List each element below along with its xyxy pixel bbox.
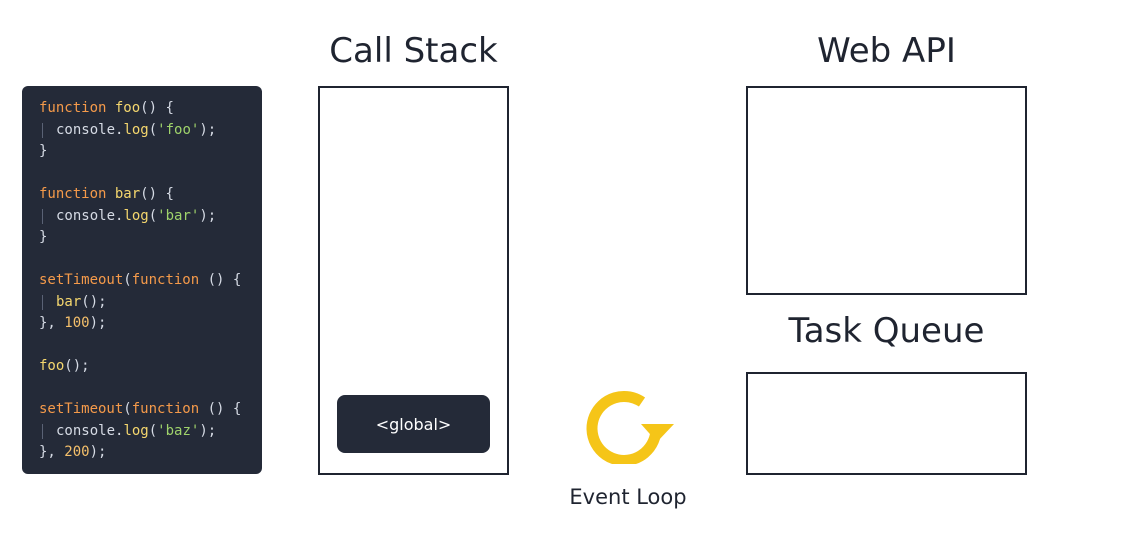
code-line: }, 100); [22, 313, 262, 335]
call-stack-frame-global: <global> [337, 395, 490, 453]
code-token: console. [56, 422, 124, 439]
code-token: 'baz' [157, 422, 200, 439]
code-token: }, [39, 444, 65, 460]
task-queue-box [746, 372, 1027, 475]
code-token: ( [123, 272, 132, 288]
code-token: 'foo' [157, 121, 200, 138]
code-token: } [39, 229, 48, 245]
code-line [22, 378, 262, 400]
code-token: function [39, 100, 107, 116]
code-token: ( [123, 401, 132, 417]
code-token: foo [39, 358, 65, 374]
code-token: ( [148, 422, 158, 439]
code-token: function [131, 272, 200, 288]
refresh-cycle-icon [586, 390, 674, 464]
code-token: ); [89, 444, 107, 460]
web-api-box [746, 86, 1027, 295]
code-line: function foo() { [22, 98, 262, 120]
code-token: () { [199, 401, 242, 417]
code-token: ); [89, 315, 107, 331]
code-token: bar [114, 186, 141, 202]
code-token: function [39, 186, 107, 202]
code-line: console.log('foo'); [22, 120, 262, 142]
code-token [106, 186, 114, 202]
code-token: } [39, 143, 48, 159]
code-line: setTimeout(function () { [22, 399, 262, 421]
code-token: setTimeout [39, 272, 124, 288]
code-token: log [123, 422, 149, 439]
code-token: ); [199, 207, 217, 224]
web-api-title: Web API [817, 31, 956, 71]
code-token: function [131, 401, 200, 417]
code-line: function bar() { [22, 184, 262, 206]
code-token: console. [56, 207, 124, 224]
code-token: 200 [64, 444, 90, 460]
code-token: () { [140, 186, 174, 202]
call-stack-title: Call Stack [329, 31, 498, 71]
code-token: () { [140, 100, 174, 116]
code-token: ); [199, 422, 217, 439]
code-line: bar(); [22, 292, 262, 314]
code-token: log [123, 121, 149, 138]
code-line [22, 163, 262, 185]
code-token: ); [199, 121, 217, 138]
code-token: foo [114, 100, 141, 116]
code-token: ( [148, 121, 158, 138]
code-token: () { [199, 272, 242, 288]
code-token: (); [64, 358, 90, 374]
code-token: setTimeout [39, 401, 124, 417]
code-token: ( [148, 207, 158, 224]
code-line: }, 200); [22, 442, 262, 464]
code-line: setTimeout(function () { [22, 270, 262, 292]
task-queue-title: Task Queue [788, 311, 985, 351]
code-line: console.log('baz'); [22, 421, 262, 443]
code-token: bar [56, 293, 82, 310]
code-token: log [123, 207, 149, 224]
code-panel: function foo() {console.log('foo');}func… [22, 86, 262, 474]
code-token: 'bar' [157, 207, 200, 224]
code-token: }, [39, 315, 65, 331]
code-line: console.log('bar'); [22, 206, 262, 228]
code-line [22, 335, 262, 357]
code-token: 100 [64, 315, 90, 331]
code-line: } [22, 227, 262, 249]
code-line [22, 249, 262, 271]
code-token: console. [56, 121, 124, 138]
code-line: foo(); [22, 356, 262, 378]
code-line: } [22, 141, 262, 163]
code-token [106, 100, 114, 116]
code-token: (); [81, 293, 107, 310]
event-loop-label: Event Loop [569, 485, 687, 509]
